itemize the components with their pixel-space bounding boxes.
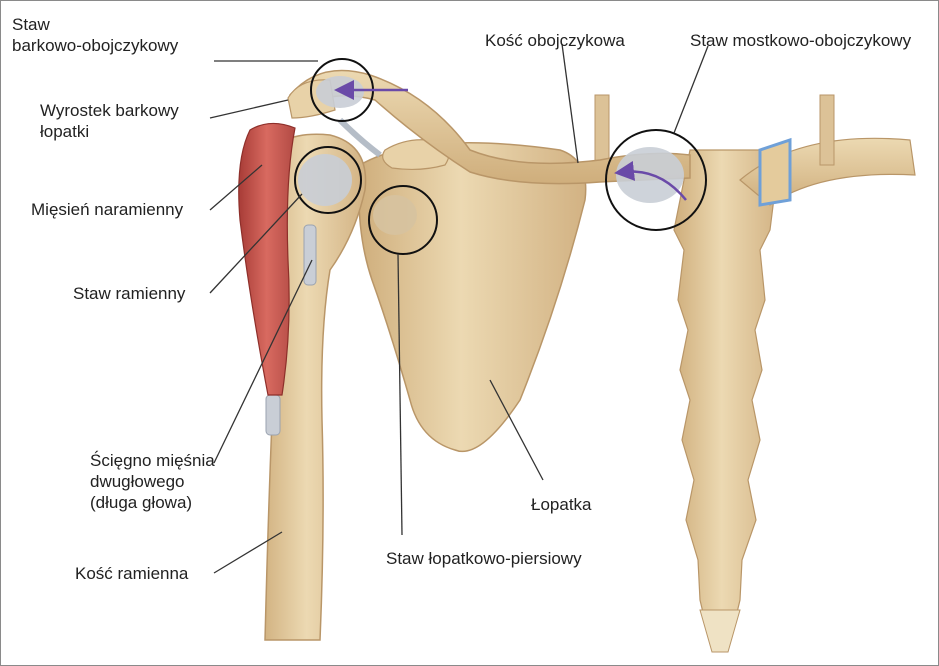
label-humerus-text: Kość ramienna <box>75 564 188 583</box>
label-scapula: Łopatka <box>531 494 592 515</box>
label-gh-joint-text: Staw ramienny <box>73 284 185 303</box>
label-biceps-tendon: Ścięgno mięśnia dwugłowego (długa głowa) <box>90 450 215 513</box>
label-gh-joint: Staw ramienny <box>73 283 185 304</box>
label-clavicle: Kość obojczykowa <box>485 30 625 51</box>
label-st-joint-text: Staw łopatkowo-piersiowy <box>386 549 582 568</box>
label-ac-joint-line1: Staw <box>12 14 178 35</box>
label-deltoid: Mięsień naramienny <box>31 199 183 220</box>
label-acromion-line2: łopatki <box>40 121 179 142</box>
label-scapula-text: Łopatka <box>531 495 592 514</box>
sternum <box>674 150 780 652</box>
label-st-joint: Staw łopatkowo-piersiowy <box>386 548 582 569</box>
label-acromion-line1: Wyrostek barkowy <box>40 100 179 121</box>
label-acromion: Wyrostek barkowy łopatki <box>40 100 179 142</box>
scapula-bone <box>359 143 586 452</box>
label-sc-joint-text: Staw mostkowo-obojczykowy <box>690 31 911 50</box>
label-biceps-line3: (długa głowa) <box>90 492 215 513</box>
label-ac-joint: Staw barkowo-obojczykowy <box>12 14 178 56</box>
label-biceps-line2: dwugłowego <box>90 471 215 492</box>
label-humerus: Kość ramienna <box>75 563 188 584</box>
label-biceps-line1: Ścięgno mięśnia <box>90 450 215 471</box>
label-clavicle-text: Kość obojczykowa <box>485 31 625 50</box>
label-deltoid-text: Mięsień naramienny <box>31 200 183 219</box>
label-ac-joint-line2: barkowo-obojczykowy <box>12 35 178 56</box>
label-sc-joint: Staw mostkowo-obojczykowy <box>690 30 911 51</box>
